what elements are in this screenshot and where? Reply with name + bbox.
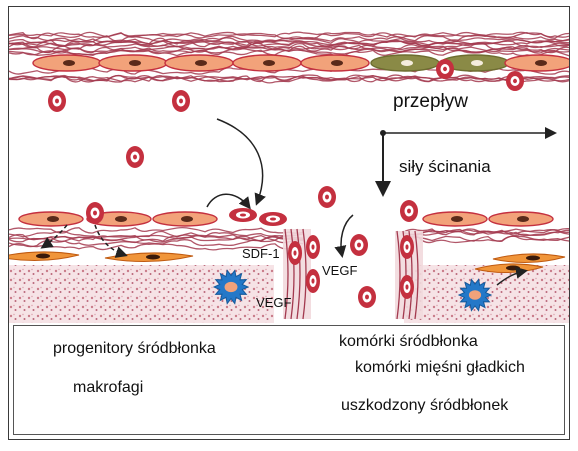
cell-center	[55, 99, 59, 104]
cell-center	[365, 295, 369, 300]
progenitor-cell	[506, 71, 524, 91]
dashed-arrow-2	[43, 225, 67, 247]
macrophage-nucleus	[469, 290, 481, 300]
cell-center	[293, 250, 296, 255]
cell-center	[93, 211, 97, 216]
cell-center	[311, 244, 314, 249]
macrophage-nucleus	[225, 282, 238, 292]
cell-center	[443, 67, 447, 71]
cell-nucleus	[263, 60, 275, 66]
progenitor-cell	[288, 241, 302, 265]
cell-nucleus	[451, 216, 463, 222]
progenitor-cell	[306, 235, 320, 259]
curved-arrow-1	[217, 119, 263, 203]
progenitor-cell	[86, 202, 104, 224]
cell-center	[357, 243, 361, 248]
progenitor-cell	[400, 235, 414, 259]
progenitor-cell	[400, 275, 414, 299]
cell-center	[270, 217, 276, 220]
progenitor-cell	[436, 59, 454, 79]
cell-center	[133, 155, 137, 160]
cell-center	[240, 213, 246, 216]
legend-macrophages-label: makrofagi	[73, 379, 143, 397]
cell-nucleus	[331, 60, 343, 66]
progenitor-cell	[126, 146, 144, 168]
cell-nucleus	[535, 60, 547, 66]
cell-center	[179, 99, 183, 104]
legend-progenitors-label: progenitory śródbłonka	[53, 340, 216, 358]
progenitor-cell	[318, 186, 336, 208]
cell-center	[407, 209, 411, 214]
progenitor-cell	[229, 208, 257, 222]
progenitor-cell	[358, 286, 376, 308]
cell-nucleus	[506, 266, 520, 271]
cell-center	[325, 195, 329, 200]
progenitor-cell	[350, 234, 368, 256]
cell-nucleus	[36, 254, 50, 259]
cell-nucleus	[146, 255, 160, 260]
cell-center	[405, 284, 408, 289]
progenitor-cell	[172, 90, 190, 112]
flow-label: przepływ	[393, 91, 468, 113]
cell-center	[513, 79, 517, 83]
top-endothelial-row	[33, 55, 570, 71]
legend-damaged-label: uszkodzony śródbłonek	[341, 397, 508, 415]
cell-nucleus	[115, 216, 127, 222]
force-origin-dot	[380, 130, 386, 136]
progenitor-cell	[306, 269, 320, 293]
legend-smooth-muscle-label: komórki mięśni gładkich	[355, 359, 525, 377]
progenitor-cell	[259, 212, 287, 226]
cell-nucleus	[517, 216, 529, 222]
sdf1-label: SDF-1	[242, 246, 280, 261]
progenitor-cell	[48, 90, 66, 112]
shear-label: siły ścinania	[399, 157, 491, 177]
legend-endothelial-label: komórki śródbłonka	[339, 333, 478, 351]
cell-nucleus	[526, 256, 540, 261]
cell-nucleus	[47, 216, 59, 222]
cell-nucleus	[471, 60, 483, 66]
progenitor-cell	[400, 200, 418, 222]
vegf-label-a: VEGF	[322, 263, 357, 278]
cell-nucleus	[195, 60, 207, 66]
curved-arrow-2	[207, 194, 249, 207]
vegf-label-b: VEGF	[256, 295, 291, 310]
cell-center	[311, 278, 314, 283]
cell-center	[405, 244, 408, 249]
cell-nucleus	[129, 60, 141, 66]
cell-nucleus	[181, 216, 193, 222]
cell-nucleus	[63, 60, 75, 66]
diagram-frame: przepływ siły ścinania SDF-1 VEGF VEGF p…	[8, 6, 570, 440]
cell-nucleus	[401, 60, 413, 66]
